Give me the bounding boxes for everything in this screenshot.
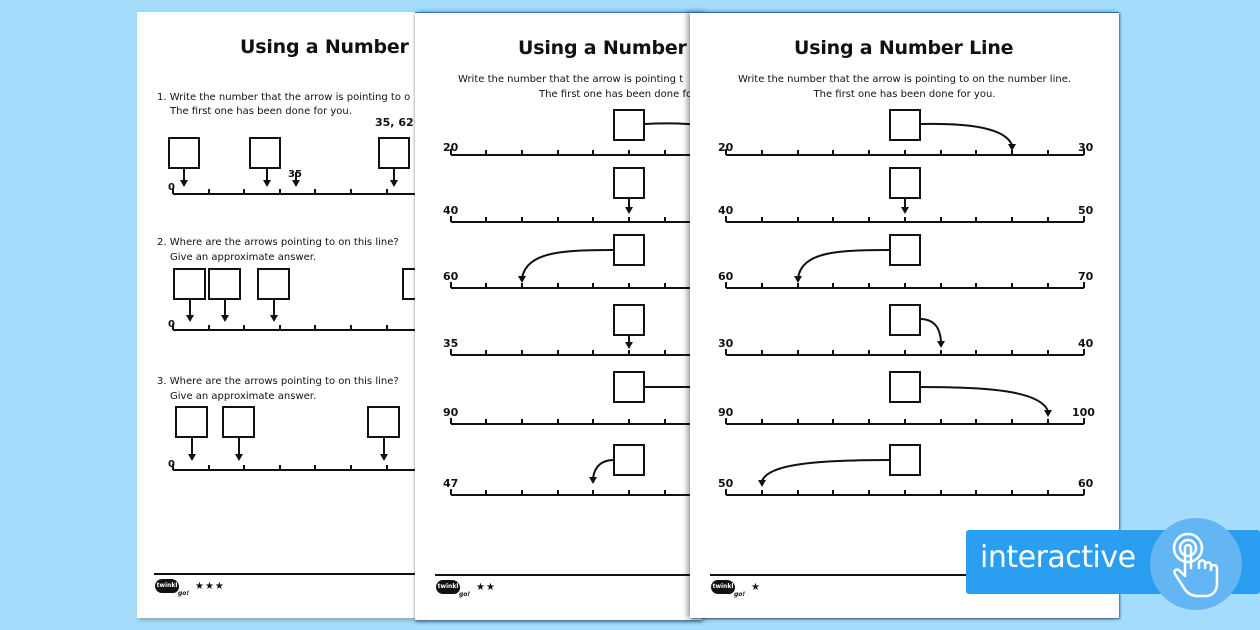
answer-box <box>889 109 921 141</box>
twinkl-logo: twinkl <box>155 579 179 593</box>
line-end-label: 50 <box>1078 204 1094 217</box>
line-start-label: 90 <box>718 406 734 419</box>
answer-box <box>249 137 281 169</box>
line-end-label: 70 <box>1078 270 1094 283</box>
line-start-label: 40 <box>443 204 459 217</box>
question-2-text: 2. Where are the arrows pointing to on t… <box>157 237 399 248</box>
touch-button[interactable] <box>1150 518 1242 610</box>
line-start-label: 50 <box>718 477 734 490</box>
instructions-line-2: The first one has been done for you. <box>813 89 996 100</box>
line-start-label: 0 <box>168 459 175 470</box>
worksheet-page-three-star: Using a Number 1. Write the number that … <box>137 12 423 618</box>
worksheet-page-one-star: Using a Number Line Write the number tha… <box>690 12 1119 618</box>
line-start-label: 47 <box>443 477 459 490</box>
twinkl-logo: twinkl <box>711 580 735 594</box>
page-title: Using a Number <box>518 37 687 59</box>
question-1-subtext: The first one has been done for you. <box>170 106 352 117</box>
question-3-subtext: Give an approximate answer. <box>170 391 317 402</box>
touch-hand-icon <box>1172 532 1219 598</box>
line-end-label: 30 <box>1078 141 1094 154</box>
instructions-line-2: The first one has been done fo <box>539 89 693 100</box>
line-start-label: 35 <box>443 337 459 350</box>
line-end-label: 40 <box>1078 337 1094 350</box>
worksheet-page-two-star: Using a Number Write the number that the… <box>415 12 702 620</box>
footer-divider <box>154 573 423 575</box>
difficulty-stars: ★★ <box>476 582 496 593</box>
instructions-line-1: Write the number that the arrow is point… <box>458 74 684 85</box>
example-answer: 35 <box>288 169 302 180</box>
question-2-subtext: Give an approximate answer. <box>170 252 317 263</box>
twinkl-go-label: go! <box>459 591 471 598</box>
footer-divider <box>710 574 1105 576</box>
line-start-label: 40 <box>718 204 734 217</box>
difficulty-stars: ★★★ <box>195 581 225 592</box>
line-end-label: 60 <box>1078 477 1094 490</box>
instructions-line-1: Write the number that the arrow is point… <box>737 74 1072 85</box>
answer-box <box>168 137 200 169</box>
question-3-text: 3. Where are the arrows pointing to on t… <box>157 376 399 387</box>
twinkl-go-label: go! <box>178 590 190 597</box>
line-start-label: 20 <box>443 141 459 154</box>
number-lines-drawing <box>450 109 702 496</box>
number-lines-drawing <box>168 137 423 471</box>
twinkl-go-label: go! <box>734 591 746 598</box>
line-start-label: 30 <box>718 337 734 350</box>
question-1-text: 1. Write the number that the arrow is po… <box>157 92 411 103</box>
line-start-label: 0 <box>168 319 175 330</box>
line-end-label: 100 <box>1072 406 1095 419</box>
number-lines-drawing <box>725 109 1085 496</box>
page-title: Using a Number Line <box>794 37 1014 59</box>
answer-box <box>378 137 410 169</box>
line-start-label: 0 <box>168 182 175 193</box>
line-start-label: 60 <box>718 270 734 283</box>
difficulty-stars: ★ <box>751 582 761 593</box>
hint-numbers: 35, 62 <box>375 116 414 129</box>
page-title: Using a Number <box>240 36 409 58</box>
interactive-label[interactable]: interactive <box>980 540 1136 575</box>
line-start-label: 90 <box>443 406 459 419</box>
twinkl-logo: twinkl <box>436 580 460 594</box>
line-start-label: 60 <box>443 270 459 283</box>
line-start-label: 20 <box>718 141 734 154</box>
footer-divider <box>435 574 702 576</box>
